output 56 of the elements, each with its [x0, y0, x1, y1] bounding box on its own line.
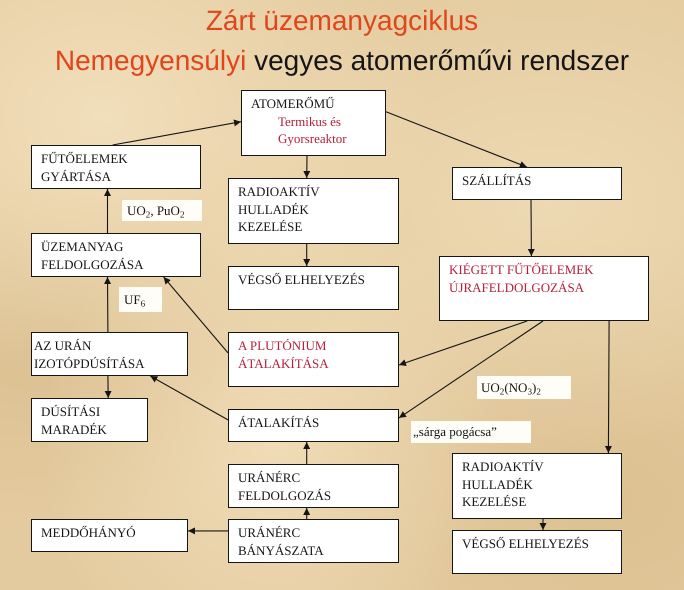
arrow [528, 200, 535, 256]
arrow [104, 277, 112, 332]
edge-label: UO$_{2}$, PuO$_{2}$ [122, 200, 202, 221]
arrow [386, 111, 527, 168]
step-label: FŰTŐELEMEK GYÁRTÁSA [41, 150, 129, 185]
arrow [540, 519, 546, 530]
process-box [228, 409, 399, 442]
step-label: VÉGSŐ ELHELYEZÉS [462, 535, 589, 552]
process-box [228, 519, 399, 563]
subtitle: Nemegyensúlyi vegyes atomerőművi rendszer [54, 44, 630, 78]
process-box [31, 233, 201, 277]
step-label: MEDDŐHÁNYÓ [41, 524, 136, 542]
step-label: URÁNÉRC FELDOLGOZÁS [238, 469, 332, 504]
arrow [303, 442, 310, 464]
process-box [228, 464, 399, 508]
process-box [228, 332, 399, 387]
process-box [452, 530, 622, 574]
step-label: RADIOAKTÍV HULLADÉK KEZELÉSE [462, 458, 544, 510]
process-box [439, 256, 649, 321]
annotation-label: „sárga pogácsa” [411, 421, 531, 443]
arrow [104, 189, 111, 233]
process-box [452, 167, 622, 200]
step-label: SZÁLLÍTÁS [462, 172, 532, 190]
arrow [303, 156, 310, 178]
step-label: ÜZEMANYAG FELDOLGOZÁSA [41, 238, 145, 273]
step-label: A PLUTÓNIUM ÁTALAKÍTÁSA [238, 337, 330, 372]
process-box [31, 519, 188, 552]
step-label: URÁNÉRC BÁNYÁSZATA [238, 524, 325, 559]
arrow [604, 321, 612, 453]
step-label: RADIOAKTÍV HULLADÉK KEZELÉSE [238, 183, 320, 236]
arrow [303, 508, 310, 519]
edge-label: UF$_{6}$ [119, 287, 162, 312]
arrow [112, 120, 242, 146]
arrow [188, 527, 228, 534]
arrow [104, 376, 112, 398]
step-label: DÚSÍTÁSI MARADÉK [41, 403, 108, 438]
process-box [452, 453, 622, 519]
title: Zárt üzemanyagciklus [204, 4, 480, 38]
edge-label: UO$_{2}$(NO$_{3}$)$_{2}$ [477, 376, 571, 399]
process-box [241, 90, 386, 156]
process-box [31, 332, 188, 376]
arrow [398, 320, 528, 366]
process-box [31, 145, 201, 189]
step-label: VÉGSŐ ELHELYEZÉS [238, 271, 365, 288]
step-label: KIÉGETT FŰTŐELEMEK ÚJRAFELDOLGOZÁSA [449, 261, 595, 296]
step-label: ATOMERŐMŰ [251, 95, 335, 112]
arrow [303, 244, 310, 266]
step-label: ÁTALAKÍTÁS [238, 414, 320, 432]
arrow [398, 320, 544, 418]
arrow [163, 276, 228, 354]
process-box [228, 266, 399, 310]
step-label: AZ URÁN IZOTÓPDÚSÍTÁSA [34, 337, 146, 372]
step-label: Termikus és Gyorsreaktor [278, 112, 348, 148]
process-box [31, 398, 148, 442]
process-box [228, 178, 399, 244]
arrow [150, 376, 228, 420]
